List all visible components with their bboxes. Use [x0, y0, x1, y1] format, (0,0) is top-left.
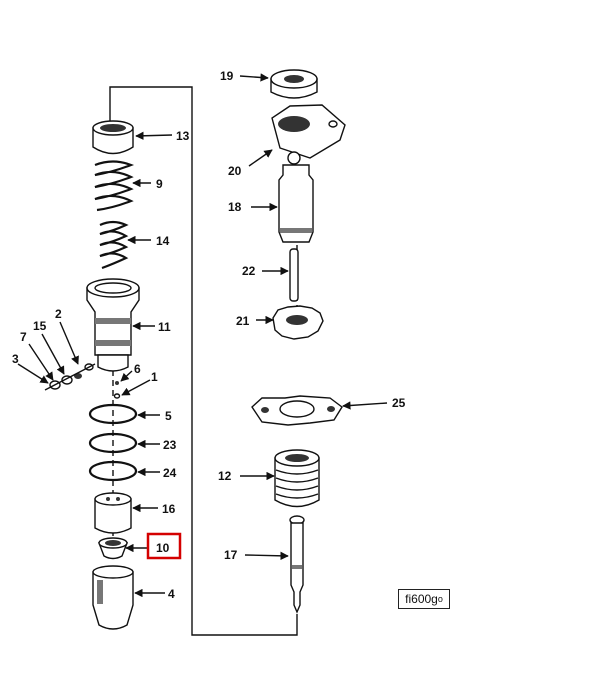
- callout-4: 4: [168, 587, 175, 601]
- callout-16: 16: [162, 502, 176, 516]
- part-17-nozzle-needle: [289, 515, 305, 614]
- part-12-barrel: [274, 449, 320, 508]
- part-19-lock-nut: [270, 69, 318, 99]
- part-10-cone: [97, 537, 129, 560]
- callout-21: 21: [236, 314, 250, 328]
- part-14-spring: [99, 220, 129, 270]
- callout-12: 12: [218, 469, 232, 483]
- highlight-box-10: [146, 532, 182, 560]
- callout-7: 7: [20, 330, 27, 344]
- part-9-spring: [94, 160, 135, 212]
- callout-11: 11: [158, 320, 171, 334]
- callout-19: 19: [220, 69, 234, 83]
- part-6-1-pins: [113, 381, 121, 399]
- callout-5: 5: [165, 409, 172, 423]
- part-22-rod: [289, 248, 299, 302]
- part-16-cylinder: [94, 492, 132, 534]
- callout-15: 15: [33, 319, 47, 333]
- callout-6: 6: [134, 362, 141, 376]
- part-24-ring: [88, 460, 138, 482]
- callout-23: 23: [163, 438, 177, 452]
- part-21-gear: [272, 305, 324, 340]
- part-25-flange-plate: [251, 395, 343, 426]
- callout-10: 10: [156, 541, 170, 555]
- part-13-cup: [92, 120, 134, 155]
- callout-14: 14: [156, 234, 170, 248]
- part-11-body: [86, 278, 140, 372]
- part-18-plunger: [278, 151, 314, 243]
- callout-3: 3: [12, 352, 19, 366]
- part-23-ring: [88, 432, 138, 454]
- callout-25: 25: [392, 396, 406, 410]
- callout-24: 24: [163, 466, 177, 480]
- callout-18: 18: [228, 200, 242, 214]
- part-5-ring: [88, 403, 138, 425]
- figure-id-suffix: o: [437, 594, 443, 604]
- callout-20: 20: [228, 164, 242, 178]
- callout-22: 22: [242, 264, 256, 278]
- callout-1: 1: [151, 370, 158, 384]
- part-4-nozzle-nut: [92, 565, 134, 630]
- figure-id-text: fi600g: [405, 592, 438, 606]
- part-20-yoke: [271, 104, 346, 159]
- callout-2: 2: [55, 307, 62, 321]
- callout-9: 9: [156, 177, 163, 191]
- callout-17: 17: [224, 548, 238, 562]
- assembly-path-line: [109, 86, 298, 636]
- callout-13: 13: [176, 129, 190, 143]
- part-small-seals: [44, 363, 96, 391]
